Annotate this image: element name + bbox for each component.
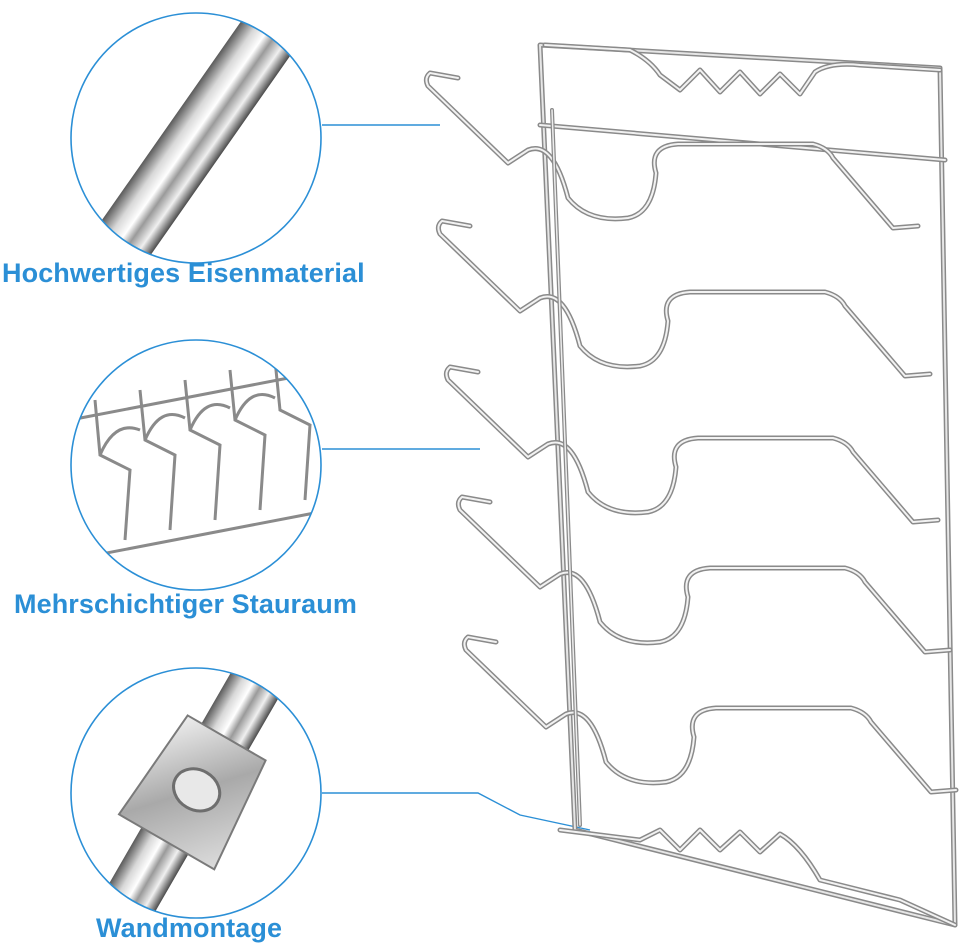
- detail-circle-storage: [70, 339, 322, 591]
- lid-rack: [426, 42, 956, 928]
- feature-label-material: Hochwertiges Eisenmaterial: [2, 258, 365, 288]
- mounting-bracket-icon: [71, 668, 321, 918]
- feature-label-storage: Mehrschichtiger Stauraum: [14, 589, 357, 619]
- feature-label-mounting: Wandmontage: [96, 913, 283, 943]
- wire-rack-icon: [71, 340, 321, 590]
- detail-circle-material: [70, 12, 322, 264]
- callout-lines: [322, 124, 591, 831]
- chrome-tube-icon: [71, 13, 321, 263]
- detail-circle-mounting: [70, 667, 322, 919]
